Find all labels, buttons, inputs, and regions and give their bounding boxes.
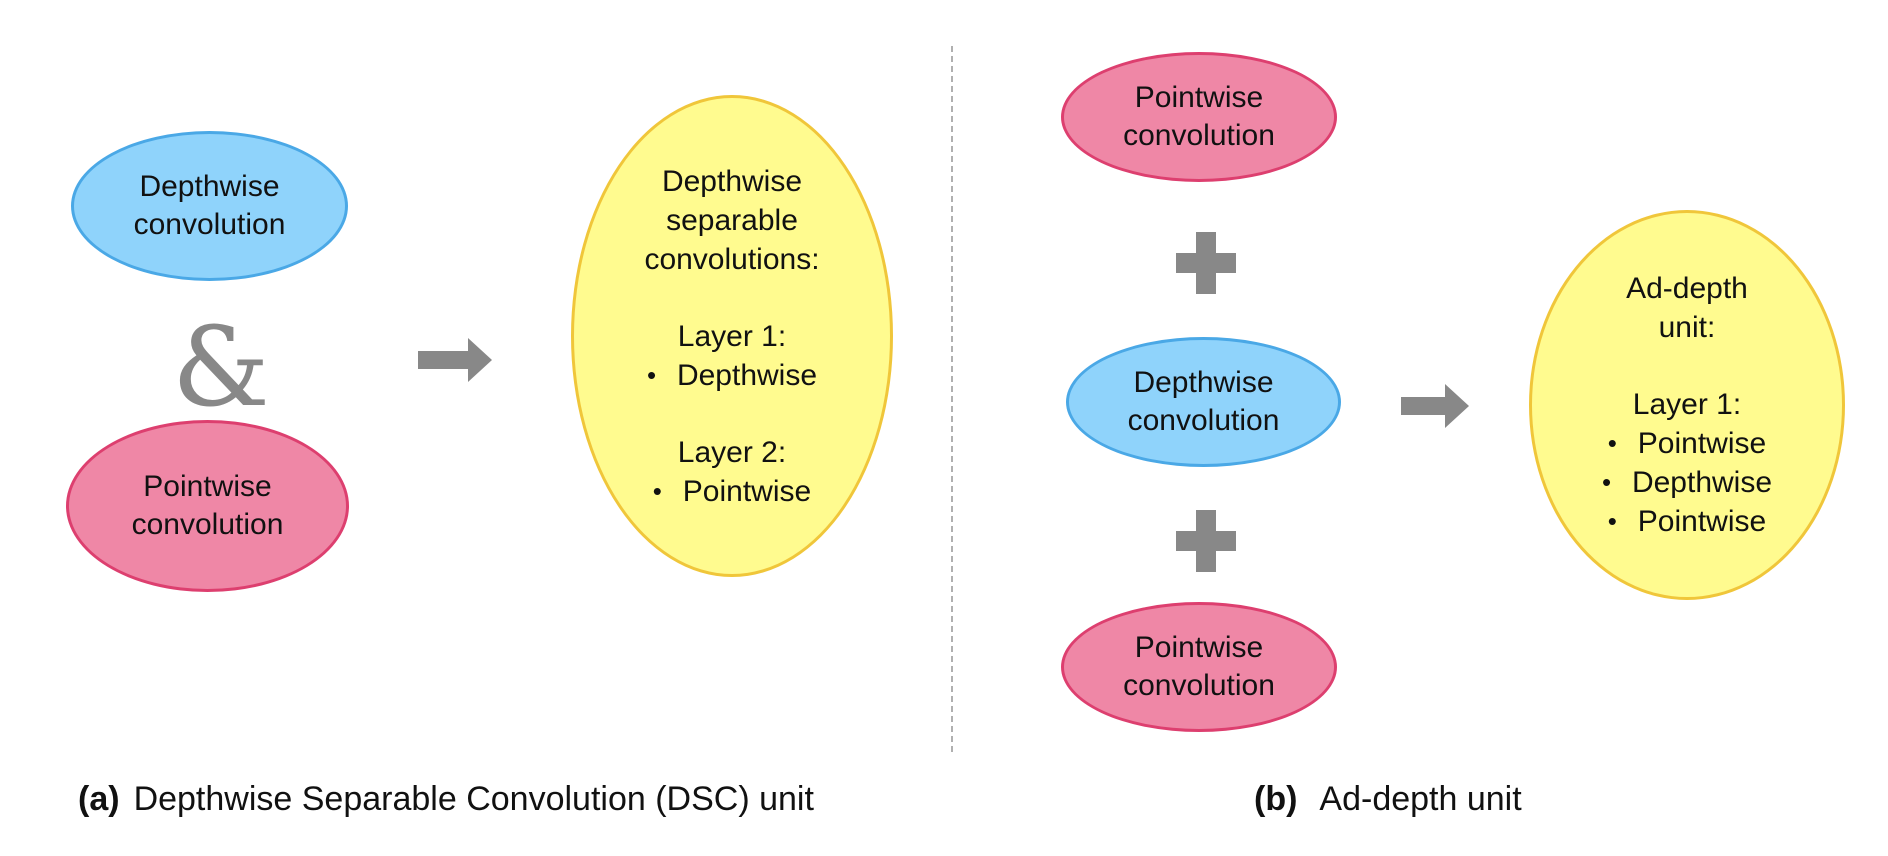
plus-icon	[1176, 510, 1236, 572]
caption-text: Ad-depth unit	[1319, 780, 1522, 818]
depthwise-convolution-node: Depthwise convolution	[71, 131, 348, 281]
ampersand-icon: &	[172, 303, 270, 431]
pointwise-convolution-node: Pointwise convolution	[66, 420, 349, 592]
right-arrow-icon	[1401, 384, 1469, 428]
node-label: Pointwise convolution	[1123, 81, 1275, 152]
list-item: •Depthwise	[647, 356, 817, 395]
plus-icon	[1176, 232, 1236, 294]
summary-title: Ad-depth unit:	[1626, 272, 1748, 344]
list-item: •Depthwise	[1602, 463, 1772, 502]
layer-1-list: •Pointwise •Depthwise •Pointwise	[1602, 424, 1772, 541]
bullet-icon: •	[1601, 467, 1612, 497]
node-label: Depthwise convolution	[133, 170, 286, 241]
panel-divider	[951, 46, 953, 752]
node-label: Pointwise convolution	[131, 470, 284, 541]
node-label: Pointwise convolution	[1123, 631, 1275, 702]
caption-a: (a) Depthwise Separable Convolution (DSC)…	[78, 779, 814, 819]
top-pointwise-convolution-node: Pointwise convolution	[1061, 52, 1337, 182]
ad-depth-unit-summary-node: Ad-depth unit: Layer 1: •Pointwise •Dept…	[1529, 210, 1845, 600]
list-item: •Pointwise	[1602, 502, 1772, 541]
layer-2-list: •Pointwise	[653, 472, 811, 511]
summary-title: Depthwise separable convolutions:	[644, 164, 820, 276]
layer-1-title: Layer 1:	[1632, 388, 1742, 421]
caption-letter: (a)	[78, 780, 120, 818]
caption-b: (b) Ad-depth unit	[1254, 779, 1522, 819]
layer-2-title: Layer 2:	[677, 435, 787, 469]
dsc-unit-summary-node: Depthwise separable convolutions: Layer …	[571, 95, 893, 577]
layer-1-list: •Depthwise	[647, 356, 817, 395]
middle-depthwise-convolution-node: Depthwise convolution	[1066, 337, 1341, 467]
layer-1-title: Layer 1:	[677, 319, 787, 353]
caption-text: Depthwise Separable Convolution (DSC) un…	[133, 780, 814, 818]
bullet-icon: •	[1607, 428, 1617, 458]
caption-letter: (b)	[1254, 780, 1298, 818]
list-item: •Pointwise	[653, 472, 811, 511]
bullet-icon: •	[652, 475, 662, 506]
bullet-icon: •	[646, 359, 657, 390]
bottom-pointwise-convolution-node: Pointwise convolution	[1061, 602, 1337, 732]
node-label: Depthwise convolution	[1127, 366, 1280, 437]
bullet-icon: •	[1607, 506, 1617, 536]
list-item: •Pointwise	[1602, 424, 1772, 463]
right-arrow-icon	[418, 338, 492, 382]
